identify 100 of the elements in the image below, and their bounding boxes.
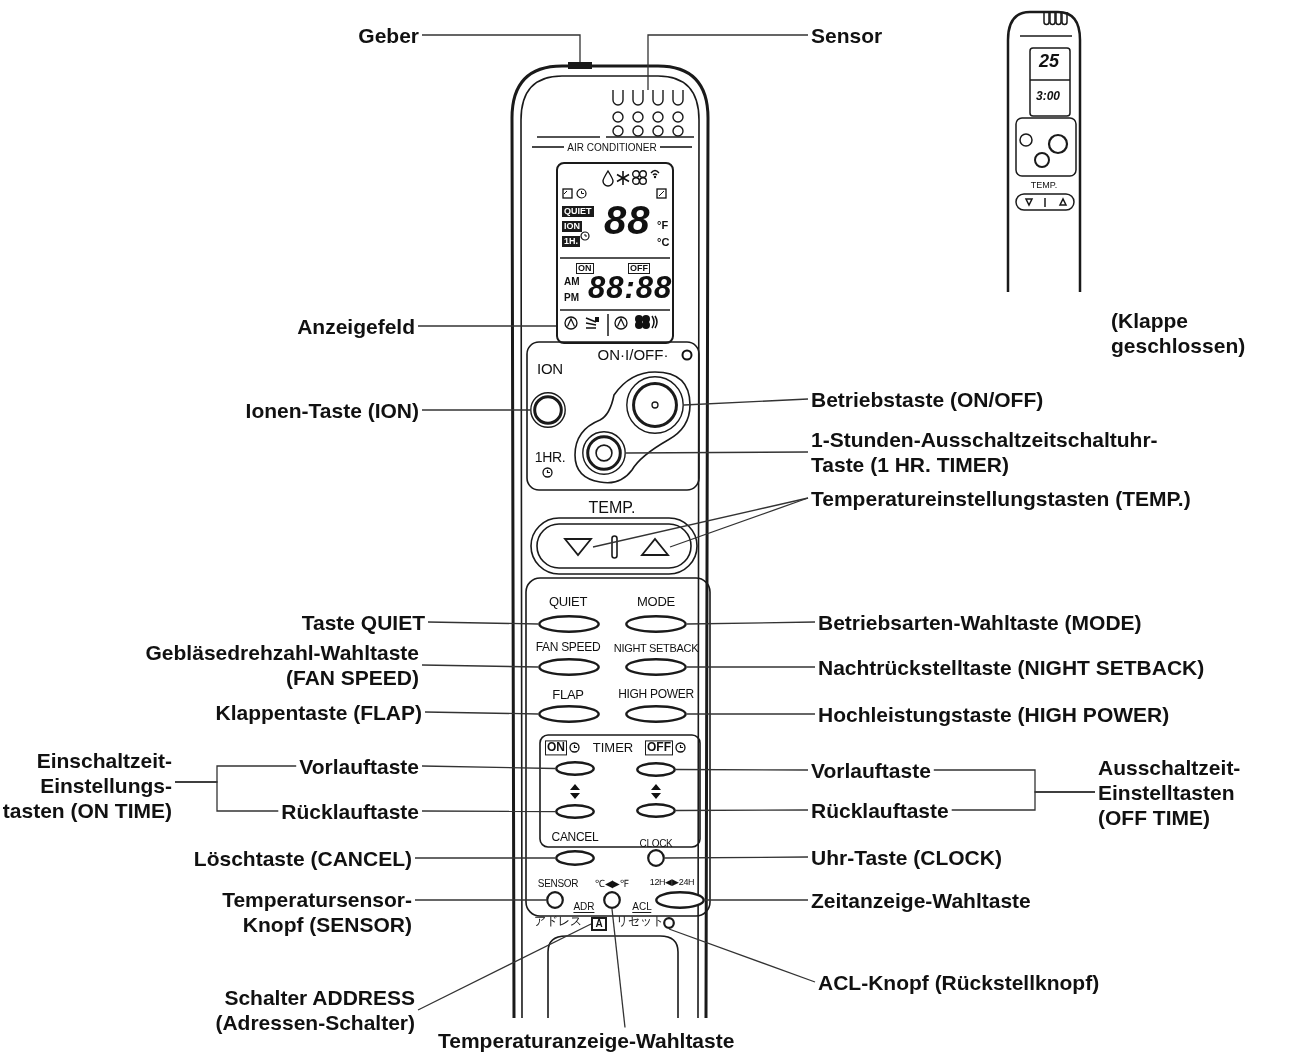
lcd-unit: °F: [657, 220, 669, 231]
lcd-indicator: ION: [562, 221, 582, 232]
ion-button: [530, 392, 566, 428]
callout-label: 1-Stunden-Ausschaltzeitschaltuhr- Taste (1 HR. TIMER): [808, 427, 1204, 477]
callout-label: Betriebsarten-Wahltaste (MODE): [815, 609, 1145, 635]
round-button: [546, 891, 564, 909]
bracket-line: [951, 791, 1096, 811]
callout-label: Vorlauftaste: [808, 757, 934, 783]
callout-label: Löschtaste (CANCEL): [190, 845, 415, 871]
timer-tag: ON: [545, 740, 567, 756]
button-label: CLOCK: [639, 837, 673, 849]
lcd-indicator: ON: [576, 263, 594, 274]
oval-button: [555, 804, 595, 819]
callout-label: Zeitanzeige-Wahltaste: [808, 887, 1034, 913]
leader-line: [611, 908, 626, 1029]
callout-label: Nachtrückstelltaste (NIGHT SETBACK): [815, 654, 1208, 680]
timer-button: [582, 431, 626, 475]
callout-label: Hochleistungstaste (HIGH POWER): [815, 701, 1173, 727]
oval-button: [625, 658, 687, 676]
down-arrow-button: [563, 537, 593, 557]
button-label: FAN SPEED: [535, 641, 601, 655]
bracket-line: [174, 781, 279, 812]
button-label: ION: [537, 360, 563, 378]
lcd-digits: 88: [604, 200, 651, 240]
callout-label: Temperatureinstellungstasten (TEMP.): [808, 485, 1194, 511]
button-label: NIGHT SETBACK: [613, 641, 699, 655]
leader-line: [675, 768, 809, 771]
caption: (Klappe geschlossen): [1110, 308, 1247, 358]
callout-label: Rücklauftaste: [278, 798, 422, 824]
lcd-indicator: AM: [564, 277, 580, 287]
oval-button: [636, 803, 676, 818]
callout-label: Anzeigefeld: [294, 313, 418, 339]
leader-line: [686, 666, 816, 668]
callout-label: Sensor: [808, 22, 886, 48]
oval-button: [538, 615, 600, 633]
lcd-digits: 88:88: [588, 272, 673, 303]
button-label: QUIET: [548, 594, 588, 610]
leader-line: [686, 621, 816, 625]
button-label: SENSOR: [537, 877, 579, 889]
round-button: [647, 849, 665, 867]
leader-line: [664, 856, 809, 859]
button-label: ADR: [573, 901, 595, 913]
leader-line: [421, 765, 556, 770]
leader-line: [686, 713, 816, 715]
leader-line: [421, 34, 581, 63]
callout-label: Ausschaltzeit- Einstelltasten (OFF TIME): [1095, 754, 1291, 830]
leader-line: [704, 899, 809, 901]
button-label: CANCEL: [551, 831, 599, 845]
oval-button: [625, 615, 687, 633]
callout-label: Uhr-Taste (CLOCK): [808, 844, 1005, 870]
button-label: アドレス: [534, 915, 582, 929]
callout-label: Geber: [355, 22, 422, 48]
button-label: HIGH POWER: [618, 688, 694, 702]
lcd-indicator: OFF: [628, 263, 650, 274]
lcd-indicator: QUIET: [562, 206, 594, 217]
button-label: 12H◀▶24H: [649, 878, 695, 888]
oval-button: [555, 850, 595, 866]
oval-button: [555, 761, 595, 776]
leader-line: [683, 398, 809, 406]
oval-button: [636, 762, 676, 777]
button-label: リセット: [616, 915, 664, 929]
leader-line: [417, 325, 557, 327]
lcd-digits: 3:00: [1036, 90, 1060, 104]
callout-label: Schalter ADDRESS (Adressen-Schalter): [152, 985, 418, 1035]
leader-line: [668, 928, 816, 983]
reset-button: [663, 917, 675, 929]
callout-label: Rücklauftaste: [808, 797, 952, 823]
leader-line: [414, 899, 547, 901]
callout-label: Betriebstaste (ON/OFF): [808, 386, 1047, 412]
button-label: TEMP.: [588, 499, 636, 517]
leader-line: [625, 451, 809, 454]
leader-line: [647, 34, 809, 91]
power-button: [626, 376, 684, 434]
lcd-digits: 25: [1039, 52, 1059, 72]
address-switch: A: [591, 917, 607, 931]
oval-button: [655, 891, 705, 909]
leader-line: [421, 664, 539, 668]
leader-line: [675, 809, 809, 812]
up-arrow-button: [640, 537, 670, 557]
leader-line: [414, 857, 556, 859]
lcd-indicator: PM: [564, 293, 579, 303]
button-label: ℃◀▶℉: [595, 877, 629, 889]
oval-button: [538, 705, 600, 723]
callout-label: Klappentaste (FLAP): [212, 699, 425, 725]
infrared-emitter: [568, 62, 592, 69]
panel-label: AIR CONDITIONER: [567, 141, 657, 153]
button-label: TEMP.: [1030, 181, 1058, 191]
leader-line: [417, 923, 592, 1011]
button-label: 1HR.: [534, 450, 566, 466]
leader-line: [424, 711, 539, 715]
button-label: MODE: [637, 594, 675, 610]
leader-line: [421, 810, 556, 813]
round-button: [603, 891, 621, 909]
callout-label: Gebläsedrehzahl-Wahltaste (FAN SPEED): [96, 640, 422, 690]
callout-label: ACL-Knopf (Rückstellknopf): [815, 969, 1103, 995]
panel-label: TIMER: [592, 740, 634, 756]
leader-line: [421, 409, 531, 411]
callout-label: Ionen-Taste (ION): [242, 397, 422, 423]
button-label: ON·I/OFF·: [597, 346, 669, 364]
callout-label: Einschaltzeit- Einstellungs- tasten (ON TIME): [0, 747, 175, 823]
